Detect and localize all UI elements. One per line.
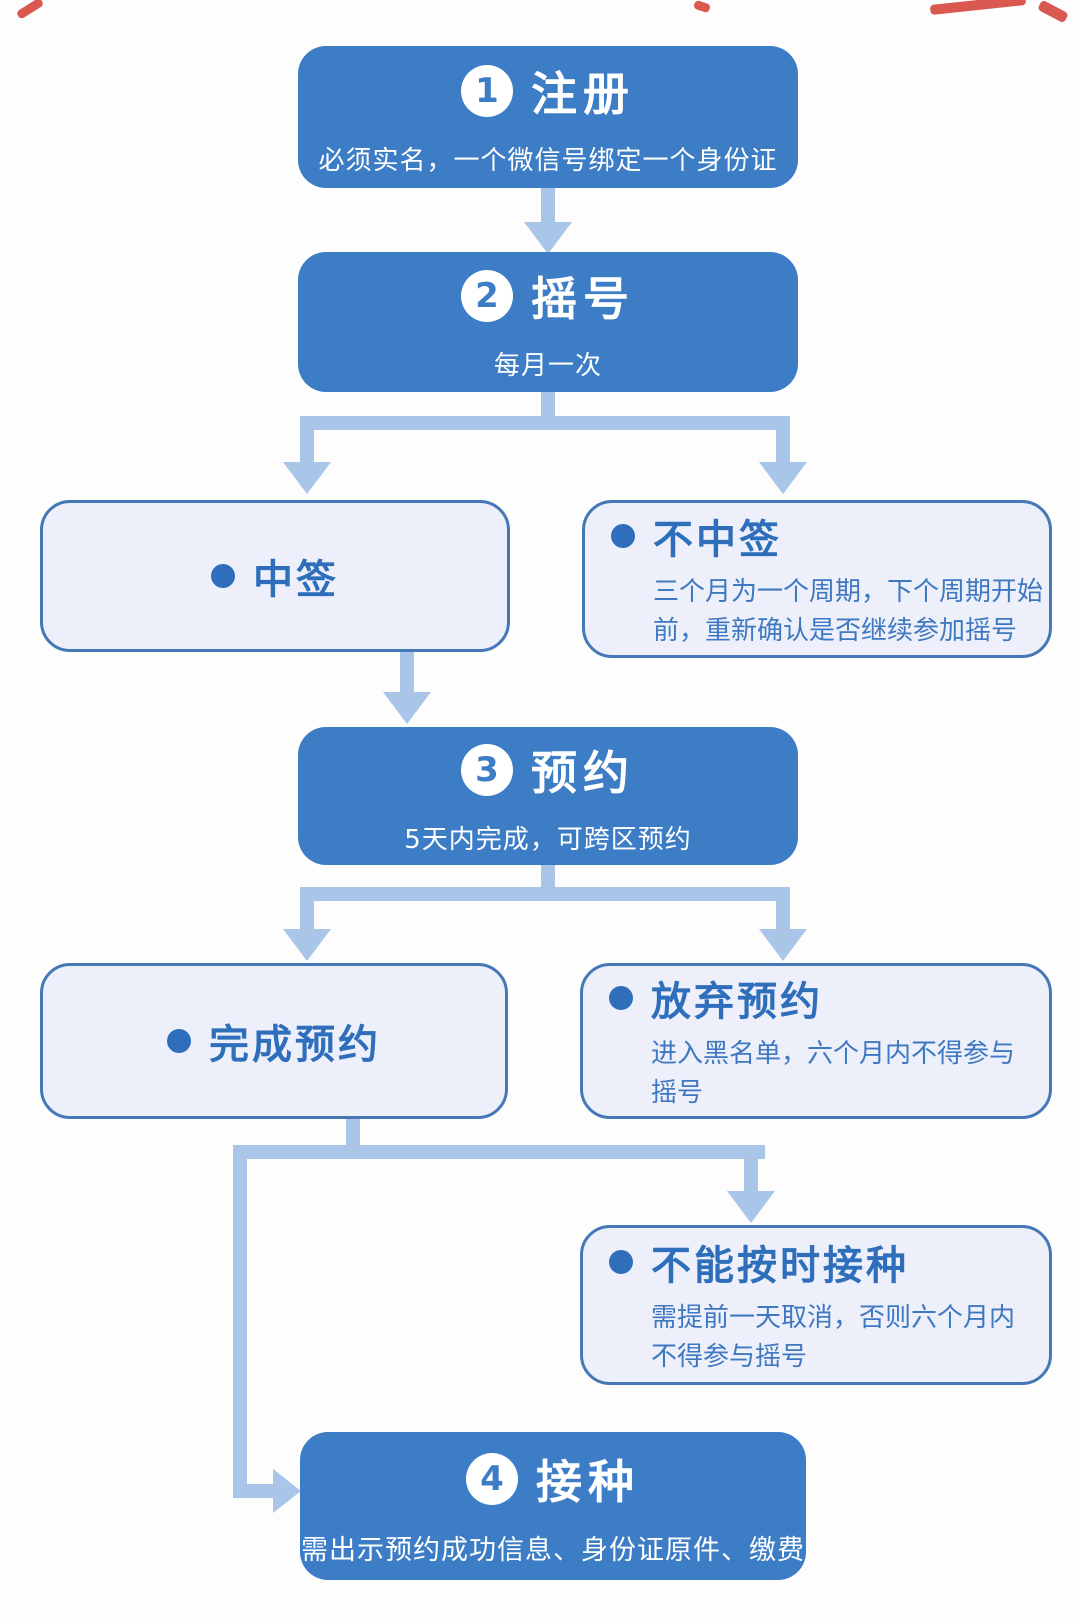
step2-lottery-box: 2 摇号 每月一次 — [298, 252, 798, 392]
win-title-row: 中签 — [211, 547, 339, 605]
step3-subtitle: 5天内完成，可跨区预约 — [404, 824, 692, 855]
win-bullet-icon — [211, 564, 235, 588]
step2-split-stub — [541, 392, 555, 422]
step3-title: 预约 — [531, 745, 635, 800]
step1-title: 注册 — [531, 66, 635, 121]
arrow-step1-step2-head — [524, 222, 572, 254]
step3-split-right-head — [759, 929, 807, 961]
giveup-description: 进入黑名单，六个月内不得参与 摇号 — [651, 1035, 1035, 1113]
miss-title-row: 不能按时接种 — [609, 1233, 1035, 1291]
lose-title-row: 不中签 — [611, 507, 1035, 565]
elbow-to-step4-head — [273, 1469, 301, 1513]
complete-box: 完成预约 — [40, 963, 508, 1119]
step3-split-right-drop — [776, 901, 790, 931]
elbow-to-step4-bar — [233, 1484, 275, 1498]
giveup-title-row: 放弃预约 — [609, 969, 1035, 1027]
complete-split-right-drop — [744, 1159, 758, 1193]
lose-box: 不中签 三个月为一个周期，下个周期开始 前，重新确认是否继续参加摇号 — [582, 500, 1052, 658]
complete-split-stub — [346, 1119, 360, 1151]
giveup-description-line2: 摇号 — [651, 1078, 704, 1108]
miss-title: 不能按时接种 — [651, 1243, 909, 1289]
step2-split-bar — [300, 416, 790, 430]
step4-title: 接种 — [536, 1454, 640, 1509]
miss-description-line1: 需提前一天取消，否则六个月内 — [651, 1303, 1016, 1333]
step2-split-left-head — [283, 462, 331, 494]
red-artifact — [15, 0, 45, 20]
step2-split-left-drop — [300, 430, 314, 464]
complete-title: 完成预约 — [209, 1022, 381, 1068]
lose-description-line2: 前，重新确认是否继续参加摇号 — [653, 616, 1018, 646]
step2-split-right-head — [759, 462, 807, 494]
red-artifact — [693, 0, 711, 14]
miss-description: 需提前一天取消，否则六个月内 不得参与摇号 — [651, 1299, 1035, 1377]
step4-number-badge: 4 — [466, 1452, 518, 1505]
step2-subtitle: 每月一次 — [493, 350, 602, 381]
complete-title-row: 完成预约 — [167, 1012, 381, 1070]
giveup-description-line1: 进入黑名单，六个月内不得参与 — [651, 1039, 1016, 1069]
complete-split-right-head — [727, 1191, 775, 1223]
step3-split-bar — [300, 887, 790, 901]
win-box: 中签 — [40, 500, 510, 652]
step3-appointment-box: 3 预约 5天内完成，可跨区预约 — [298, 727, 798, 865]
step3-split-stub — [541, 865, 555, 893]
step3-title-row: 3 预约 — [461, 737, 635, 803]
step2-number-badge: 2 — [461, 269, 513, 322]
step2-title: 摇号 — [531, 271, 635, 326]
complete-bullet-icon — [167, 1029, 191, 1053]
giveup-box: 放弃预约 进入黑名单，六个月内不得参与 摇号 — [580, 963, 1052, 1119]
miss-bullet-icon — [609, 1250, 633, 1274]
complete-split-bar — [233, 1145, 765, 1159]
miss-box: 不能按时接种 需提前一天取消，否则六个月内 不得参与摇号 — [580, 1225, 1052, 1385]
giveup-title: 放弃预约 — [651, 979, 823, 1025]
miss-description-line2: 不得参与摇号 — [651, 1342, 808, 1372]
lose-description-line1: 三个月为一个周期，下个周期开始 — [653, 577, 1044, 607]
lose-title: 不中签 — [653, 517, 782, 563]
lose-bullet-icon — [611, 524, 635, 548]
complete-split-left-drop — [233, 1159, 247, 1491]
lose-description: 三个月为一个周期，下个周期开始 前，重新确认是否继续参加摇号 — [653, 573, 1044, 651]
red-artifact — [1037, 0, 1069, 24]
step1-number-badge: 1 — [461, 64, 513, 117]
step4-subtitle: 需出示预约成功信息、身份证原件、缴费 — [301, 1534, 805, 1566]
step2-title-row: 2 摇号 — [461, 263, 635, 329]
red-artifact — [929, 0, 1027, 15]
arrow-step1-step2-shaft — [541, 188, 555, 226]
arrow-win-step3-shaft — [400, 652, 414, 694]
step1-title-row: 1 注册 — [461, 58, 635, 124]
step2-split-right-drop — [776, 430, 790, 464]
step4-title-row: 4 接种 — [466, 1446, 640, 1512]
step1-subtitle: 必须实名，一个微信号绑定一个身份证 — [318, 145, 778, 176]
step3-split-left-head — [283, 929, 331, 961]
giveup-bullet-icon — [609, 986, 633, 1010]
step1-register-box: 1 注册 必须实名，一个微信号绑定一个身份证 — [298, 46, 798, 188]
arrow-win-step3-head — [383, 692, 431, 724]
win-title: 中签 — [253, 557, 339, 603]
step3-split-left-drop — [300, 901, 314, 931]
step4-vaccinate-box: 4 接种 需出示预约成功信息、身份证原件、缴费 — [300, 1432, 806, 1580]
step3-number-badge: 3 — [461, 743, 513, 796]
